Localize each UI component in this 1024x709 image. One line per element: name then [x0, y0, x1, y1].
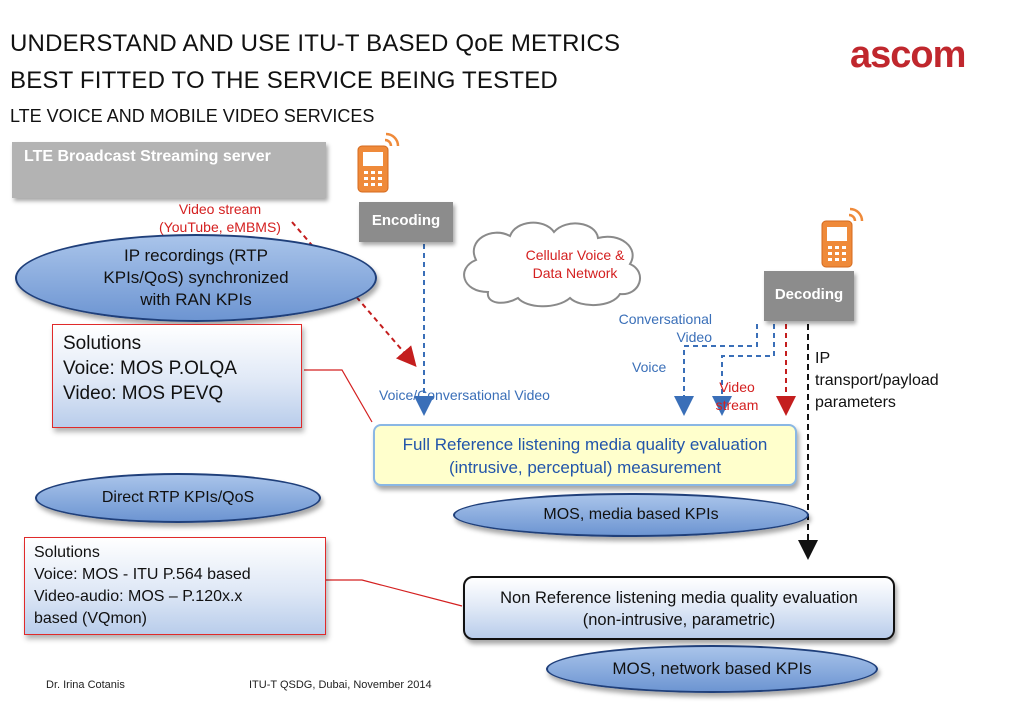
ip-recordings-line2: KPIs/QoS) synchronized [103, 268, 289, 287]
conversational-video-arrow [712, 324, 775, 416]
solutions1-voice: Voice: MOS P.OLQA [63, 358, 237, 379]
video-stream-flow-label: Video stream [706, 378, 768, 414]
solutions2-based: based (VQmon) [34, 610, 147, 627]
ip-recordings-ellipse: IP recordings (RTP KPIs/QoS) synchronize… [15, 234, 377, 322]
mos-network-ellipse: MOS, network based KPIs [546, 645, 878, 693]
video-stream-label-line2: (YouTube, eMBMS) [159, 219, 281, 235]
solutions2-video-audio: Video-audio: MOS – P.120x.x [34, 588, 243, 605]
mos-media-ellipse: MOS, media based KPIs [453, 493, 809, 537]
network-label-line2: Data Network [532, 265, 618, 281]
non-reference-box: Non Reference listening media quality ev… [463, 576, 895, 640]
voice-conversational-video-label: Voice/Conversational Video [379, 387, 550, 403]
solutions-nonref-box: Solutions Voice: MOS - ITU P.564 based V… [24, 537, 326, 635]
full-reference-line2: (intrusive, perceptual) measurement [448, 458, 722, 477]
encoding-box: Encoding [359, 202, 453, 242]
ip-params-line1: IP [815, 350, 831, 367]
direct-rtp-label: Direct RTP KPIs/QoS [101, 489, 255, 506]
solutions1-video: Video: MOS PEVQ [63, 383, 224, 404]
video-stream-label: Video stream (YouTube, eMBMS) [150, 200, 290, 236]
network-label-line1: Cellular Voice & [525, 247, 625, 263]
ip-transport-label: IP transport/payload parameters [815, 348, 939, 414]
solutions1-heading: Solutions [63, 333, 142, 354]
video-stream-label-line1: Video stream [178, 201, 262, 217]
video-stream-flow-line2: stream [715, 397, 759, 413]
ip-params-line3: parameters [815, 394, 896, 411]
full-reference-box: Full Reference listening media quality e… [373, 424, 797, 486]
voice-label: Voice [632, 359, 667, 375]
decoding-box: Decoding [764, 271, 854, 321]
streaming-server-box: LTE Broadcast Streaming server [12, 142, 326, 198]
title-line-2: BEST FITTED TO THE SERVICE BEING TESTED [10, 67, 558, 94]
mos-network-label: MOS, network based KPIs [612, 659, 812, 678]
video-stream-flow-line1: Video [719, 379, 755, 395]
non-reference-line1: Non Reference listening media quality ev… [500, 589, 858, 607]
title-line-1: UNDERSTAND AND USE ITU-T BASED QoE METRI… [10, 30, 621, 57]
mobile-phone-icon [821, 207, 864, 268]
conversational-video-line1: Conversational [618, 311, 712, 327]
solutions-fullref-box: Solutions Voice: MOS P.OLQA Video: MOS P… [52, 324, 302, 428]
ip-recordings-line1: IP recordings (RTP [124, 246, 268, 265]
voice-arrow [674, 324, 758, 416]
full-reference-line1: Full Reference listening media quality e… [402, 435, 768, 454]
mobile-phone-icon [357, 132, 400, 193]
solution1-connector [304, 369, 373, 423]
direct-rtp-ellipse: Direct RTP KPIs/QoS [35, 473, 321, 523]
streaming-server-label: LTE Broadcast Streaming server [24, 148, 271, 165]
subtitle: LTE VOICE AND MOBILE VIDEO SERVICES [10, 106, 375, 126]
ip-recordings-line3: with RAN KPIs [140, 290, 252, 309]
footer-event: ITU-T QSDG, Dubai, November 2014 [249, 679, 432, 691]
non-reference-line2: (non-intrusive, parametric) [582, 611, 776, 629]
solutions2-heading: Solutions [34, 544, 100, 561]
conversational-video-label: Conversational Video [604, 310, 712, 346]
conversational-video-line2: Video [676, 329, 712, 345]
solution2-connector [326, 579, 463, 607]
solutions2-voice: Voice: MOS - ITU P.564 based [34, 566, 251, 583]
network-label: Cellular Voice & Data Network [508, 246, 642, 282]
cloud-icon [463, 221, 641, 308]
ip-params-line2: transport/payload [815, 372, 939, 389]
ascom-logo: ascom [850, 34, 966, 76]
mos-media-label: MOS, media based KPIs [543, 506, 719, 523]
footer-author: Dr. Irina Cotanis [46, 679, 125, 691]
